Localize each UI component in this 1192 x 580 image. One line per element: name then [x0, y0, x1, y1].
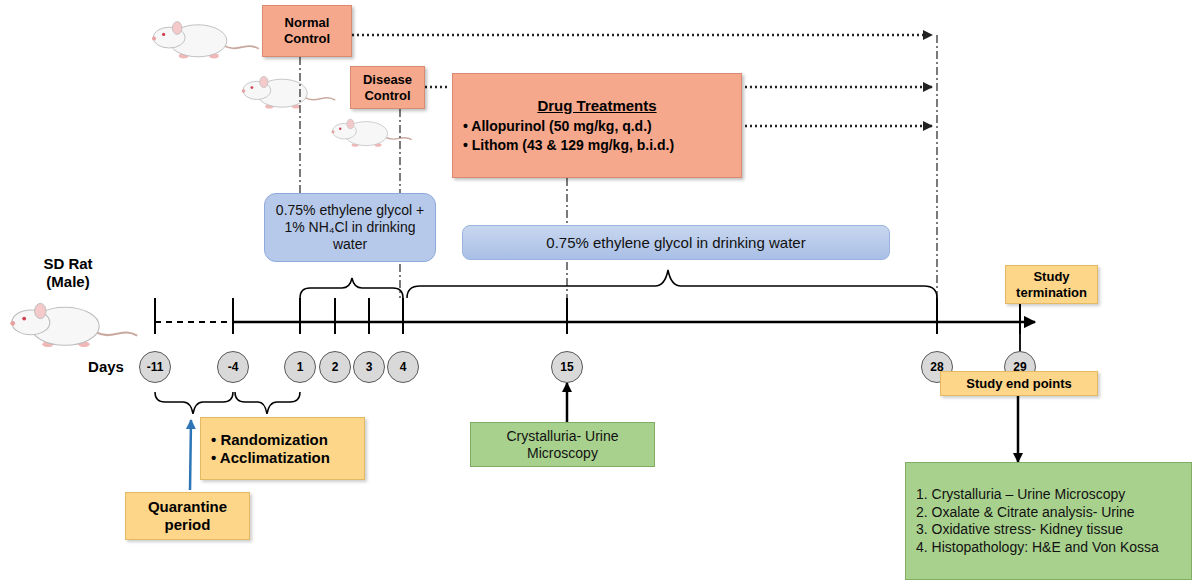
- box-text: Normal Control: [267, 15, 347, 46]
- dash-dot-line: [399, 264, 400, 298]
- dash-dot-line: [936, 35, 937, 298]
- day-circle: 1: [284, 351, 316, 383]
- box-text: 1. Crystalluria – Urine Microscopy: [916, 486, 1181, 504]
- box-text: Crystalluria- Urine Microscopy: [479, 428, 646, 462]
- group-box: Normal Control: [262, 5, 352, 57]
- rat-image: [242, 76, 335, 108]
- timeline-ticks: [155, 298, 1020, 334]
- bracket: [155, 392, 233, 414]
- day-circle: -4: [217, 351, 249, 383]
- rat-image: [10, 303, 137, 347]
- day-circle: 4: [387, 351, 419, 383]
- quarantine-arrow: [190, 420, 191, 490]
- endpoint-list: 1. Crystalluria – Urine Microscopy2. Oxa…: [905, 462, 1192, 580]
- connector: [299, 57, 300, 193]
- box-text: 3: [366, 360, 373, 374]
- heading-box: Study end points: [940, 371, 1098, 396]
- regimen-box: 0.75% ethylene glycol + 1% NH₄Cl in drin…: [264, 193, 436, 262]
- box-text: -4: [228, 360, 239, 374]
- connector: [566, 383, 569, 422]
- rat-image: [152, 22, 259, 59]
- dotted-arrow: [745, 125, 932, 128]
- box-text: 2: [332, 360, 339, 374]
- box-text: -11: [147, 360, 164, 374]
- box-text: • Allopurinol (50 mg/kg, q.d.): [463, 117, 731, 136]
- day-circle: 15: [551, 351, 583, 383]
- day-circle: 2: [319, 351, 351, 383]
- box-text: Disease Control: [355, 72, 420, 103]
- dotted-arrow: [745, 86, 932, 89]
- box-text: • Lithom (43 & 129 mg/kg, b.i.d.): [463, 136, 731, 155]
- box-text: 1: [297, 360, 304, 374]
- connector: [1019, 304, 1021, 351]
- box-text: • Randomization: [211, 431, 354, 449]
- dotted-arrow: [352, 34, 932, 37]
- regimen-band: 0.75% ethylene glycol in drinking water: [462, 225, 890, 260]
- connector: [399, 109, 400, 193]
- box-text: Study termination: [1012, 269, 1091, 300]
- box-text: 3. Oxidative stress- Kidney tissue: [916, 521, 1181, 539]
- timeline-dashed: [155, 321, 233, 323]
- bracket: [300, 278, 403, 298]
- dotted-line: [425, 86, 450, 89]
- timeline-axis: [233, 321, 1035, 324]
- treatment-box: Drug Treatments • Allopurinol (50 mg/kg, …: [452, 73, 742, 178]
- dash-dot-line: [566, 262, 567, 298]
- day-circle: 3: [353, 351, 385, 383]
- connector: [566, 178, 567, 225]
- bracket: [407, 270, 937, 298]
- box-text: 4: [400, 360, 407, 374]
- milestone-box: Study termination: [1005, 265, 1098, 304]
- box-text: Drug Treatments: [463, 97, 731, 114]
- step-box: Quarantine period: [125, 492, 250, 540]
- box-text: 2. Oxalate & Citrate analysis- Urine: [916, 504, 1181, 522]
- assay-box: Crystalluria- Urine Microscopy: [470, 422, 655, 467]
- box-text: 0.75% ethylene glycol + 1% NH₄Cl in drin…: [273, 202, 427, 252]
- step-box: • Randomization• Acclimatization: [200, 417, 365, 480]
- subject-label: SD Rat (Male): [30, 255, 106, 291]
- box-text: Quarantine period: [134, 498, 241, 534]
- box-text: Study end points: [947, 376, 1091, 392]
- group-box: Disease Control: [350, 66, 425, 109]
- box-text: 4. Histopathology: H&E and Von Kossa: [916, 539, 1181, 557]
- box-text: 15: [560, 360, 573, 374]
- connector: [1017, 396, 1020, 462]
- box-text: 0.75% ethylene glycol in drinking water: [471, 234, 881, 251]
- axis-label: Days: [82, 358, 130, 376]
- day-circle: -11: [139, 351, 171, 383]
- bracket: [235, 392, 300, 414]
- box-text: • Acclimatization: [211, 449, 354, 467]
